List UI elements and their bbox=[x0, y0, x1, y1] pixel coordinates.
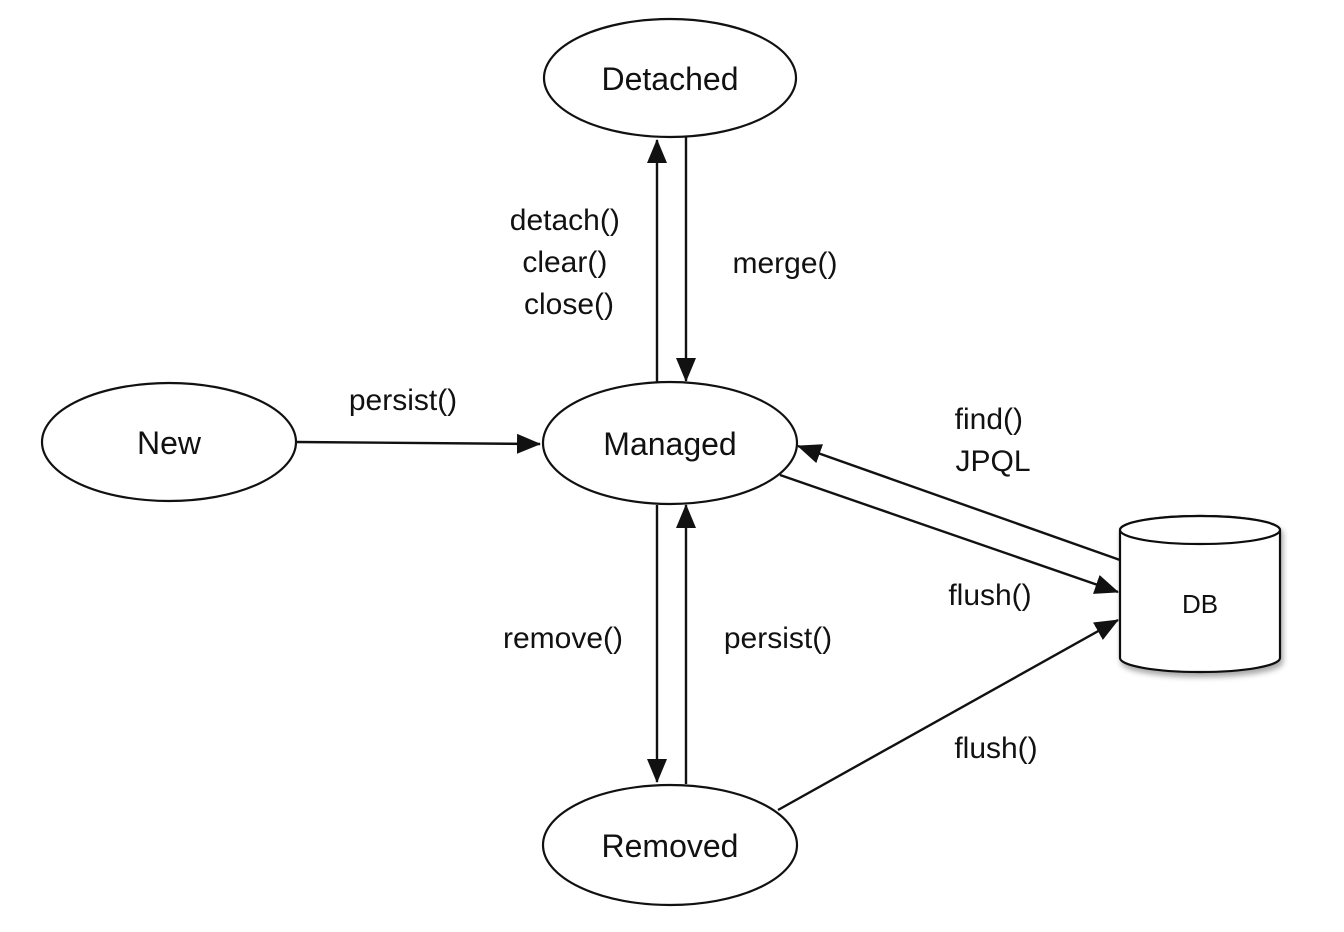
edge-db-to-managed bbox=[797, 444, 1121, 562]
edge-label-db-to-managed: find() JPQL bbox=[955, 403, 1032, 478]
node-label: New bbox=[137, 425, 202, 461]
edge-label-new-to-managed: persist() bbox=[349, 384, 457, 417]
edge-label-line: persist() bbox=[724, 622, 832, 655]
edges bbox=[295, 132, 1121, 812]
edge-label-line: close() bbox=[524, 288, 614, 321]
edge-removed-to-db bbox=[777, 618, 1119, 812]
edge-label-line: flush() bbox=[954, 732, 1037, 765]
node-label: Managed bbox=[603, 426, 736, 462]
node-removed: Removed bbox=[541, 783, 799, 907]
node-label: Detached bbox=[602, 61, 739, 97]
edge-label-line: merge() bbox=[732, 247, 837, 280]
edge-managed-to-db bbox=[779, 473, 1119, 594]
edge-label-line: JPQL bbox=[955, 445, 1030, 478]
state-ellipse bbox=[40, 381, 298, 503]
edge-label-managed-to-removed: remove() bbox=[503, 622, 623, 655]
state-ellipse bbox=[541, 783, 799, 907]
database-icon bbox=[1118, 514, 1282, 674]
edge-label-managed-to-detached: detach() clear() close() bbox=[510, 204, 628, 321]
state-ellipse bbox=[541, 380, 799, 506]
edge-label-removed-to-db: flush() bbox=[954, 732, 1037, 765]
edge-label-removed-to-managed: persist() bbox=[724, 622, 832, 655]
edge-label-line: persist() bbox=[349, 384, 457, 417]
edge-label-line: find() bbox=[955, 403, 1023, 436]
edge-label-line: detach() bbox=[510, 204, 620, 237]
edge-label-line: remove() bbox=[503, 622, 623, 655]
node-db: DB bbox=[1118, 514, 1282, 674]
state-ellipse bbox=[542, 17, 798, 139]
node-managed: Managed bbox=[541, 380, 799, 506]
node-label: Removed bbox=[602, 828, 739, 864]
node-new: New bbox=[40, 381, 298, 503]
node-detached: Detached bbox=[542, 17, 798, 139]
edge-labels: persist() detach() clear() close() merge… bbox=[349, 204, 1038, 765]
edge-label-line: clear() bbox=[522, 246, 607, 279]
edge-label-detached-to-managed: merge() bbox=[732, 247, 837, 280]
edge-new-to-managed bbox=[295, 433, 541, 454]
edge-label-managed-to-db: flush() bbox=[948, 579, 1031, 612]
edge-label-line: flush() bbox=[948, 579, 1031, 612]
node-label: DB bbox=[1182, 589, 1218, 619]
